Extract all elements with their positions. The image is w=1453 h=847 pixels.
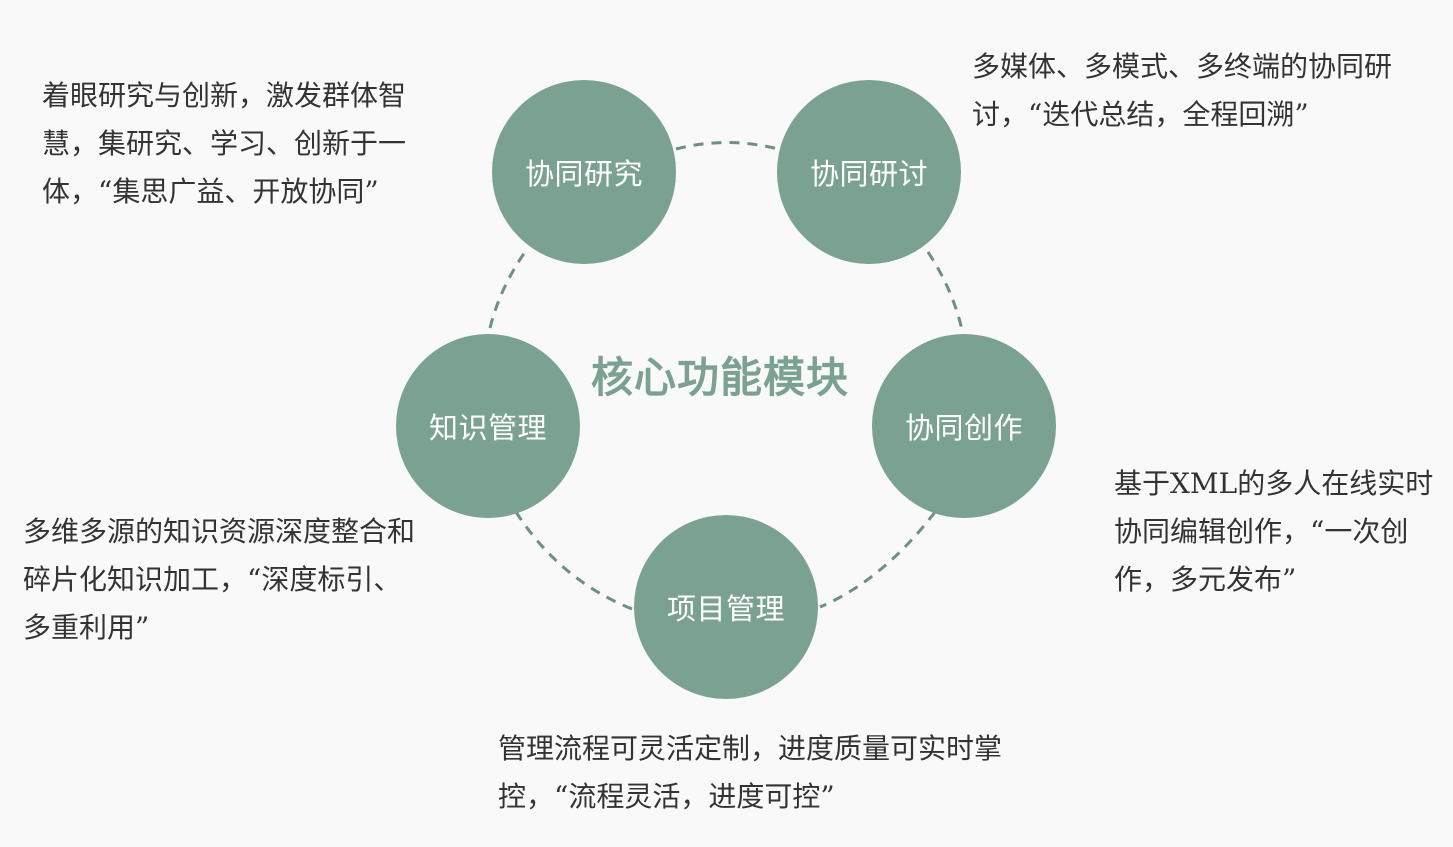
connector-creation-project (819, 511, 937, 609)
connector-research-discussion (675, 141, 779, 151)
module-desc-creation: 基于XML的多人在线实时协同编辑创作，“一次创作，多元发布” (1114, 467, 1434, 596)
connector-project-knowledge (514, 511, 633, 611)
connector-discussion-creation (926, 251, 964, 331)
module-node-knowledge: 知识管理 (396, 334, 580, 518)
diagram-title: 核心功能模块 (590, 353, 849, 402)
module-desc-discussion: 多媒体、多模式、多终端的协同研讨，“迭代总结，全程回溯” (972, 50, 1393, 131)
module-node-project: 项目管理 (634, 515, 818, 699)
module-desc-research: 着眼研究与创新，激发群体智慧，集研究、学习、创新于一体，“集思广益、开放协同” (42, 79, 407, 208)
module-desc-knowledge: 多维多源的知识资源深度整合和碎片化知识加工，“深度标引、多重利用” (23, 515, 416, 644)
connector-knowledge-research (488, 251, 527, 329)
module-desc-project: 管理流程可灵活定制，进度质量可实时掌控，“流程灵活，进度可控” (498, 732, 1003, 813)
module-node-creation: 协同创作 (872, 334, 1056, 518)
module-node-discussion: 协同研讨 (777, 80, 961, 264)
module-node-research: 协同研究 (492, 80, 676, 264)
